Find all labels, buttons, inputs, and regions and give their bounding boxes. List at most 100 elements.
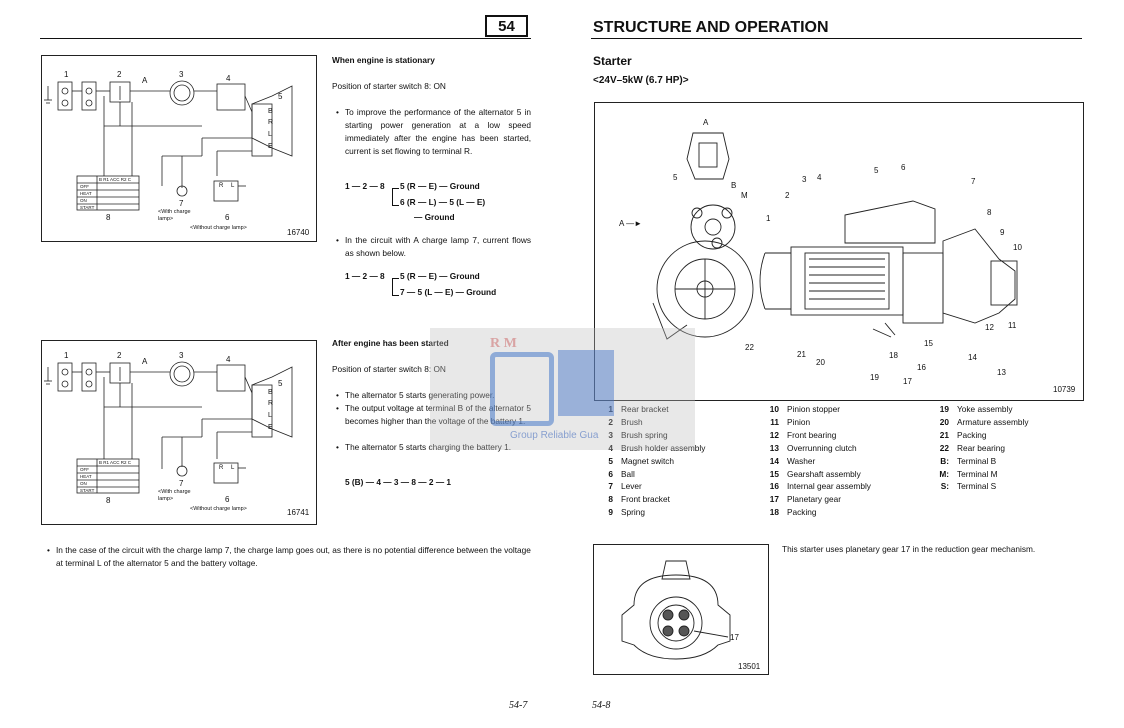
fig-label-2: 2 — [117, 351, 122, 360]
right-page-footer: 54-8 — [592, 700, 611, 711]
switch-row-start: START — [80, 205, 95, 210]
fig-label-6: 6 — [225, 495, 230, 504]
callout-13: 13 — [997, 368, 1006, 377]
switch-cols: B R1 ACC R2 C — [99, 177, 132, 182]
terminal-r: R — [268, 119, 274, 126]
legend-number: 3 — [608, 429, 613, 440]
figure-number: 10739 — [1053, 385, 1076, 394]
legend-number: 11 — [770, 416, 779, 427]
legend-label: Brush spring — [621, 429, 668, 440]
figure-number: 16741 — [287, 508, 310, 517]
flow1-branch-1: 5 (R — E) — Ground — [400, 181, 480, 191]
box6-r: R — [219, 183, 224, 189]
switch-row-start: START — [80, 488, 95, 493]
note-with-lamp: <With charge lamp> — [158, 489, 191, 502]
figure-number: 13501 — [738, 662, 761, 671]
watermark: R M Group Reliable Gua — [430, 328, 695, 450]
legend-number: S: — [940, 481, 949, 492]
terminal-l: L — [268, 131, 272, 138]
fig-label-a: A — [142, 357, 148, 366]
switch-row-heat: HEAT — [80, 191, 92, 196]
fig-label-3: 3 — [179, 70, 184, 79]
callout-b: B — [731, 181, 737, 190]
legend-number: 1 — [608, 404, 613, 414]
footnote-charge-lamp: In the case of the circuit with the char… — [47, 544, 534, 570]
callout-5-left: 5 — [673, 173, 678, 182]
watermark-text: Group Reliable Gua — [510, 430, 599, 441]
terminal-b: B — [268, 389, 273, 396]
switch-row-off: OFF — [80, 184, 89, 189]
legend-number: 22 — [939, 442, 949, 453]
legend-label: Terminal S — [957, 481, 997, 492]
switch-cols: B R1 ACC R2 C — [99, 460, 132, 465]
switch-row-heat: HEAT — [80, 474, 92, 479]
fig-label-5: 5 — [278, 92, 283, 101]
fig-label-1: 1 — [64, 351, 69, 360]
callout-20: 20 — [816, 358, 825, 367]
legend-label: Washer — [787, 455, 816, 466]
flow2-bracket — [392, 278, 399, 296]
bullet-stationary-1: To improve the performance of the altern… — [336, 106, 531, 158]
terminal-e: E — [268, 424, 273, 431]
legend-label: Brush holder assembly — [621, 442, 706, 453]
fig-label-8: 8 — [106, 213, 111, 222]
note-with-lamp: <With charge lamp> — [158, 209, 191, 222]
callout-15: 15 — [924, 339, 933, 348]
note-without-lamp: <Without charge lamp> — [190, 225, 247, 231]
flow-started: 5 (B) — 4 — 3 — 8 — 2 — 1 — [345, 477, 452, 487]
fig-label-8: 8 — [106, 496, 111, 505]
legend-label: Brush — [621, 416, 643, 427]
legend-number: B: — [940, 455, 949, 466]
end-view-drawing — [621, 560, 731, 660]
terminal-e: E — [268, 143, 273, 150]
callout-12: 12 — [985, 323, 994, 332]
fig-label-2: 2 — [117, 70, 122, 79]
flow2-start: 1 — 2 — 8 — [345, 271, 385, 281]
legend-label: Front bracket — [621, 494, 670, 505]
legend-number: 20 — [939, 416, 949, 427]
legend-number: 14 — [769, 455, 779, 466]
legend-label: Internal gear assembly — [787, 481, 871, 492]
legend-number: 19 — [939, 404, 949, 414]
note-without-lamp: <Without charge lamp> — [190, 506, 247, 512]
page-number-box: 54 — [485, 15, 528, 37]
fig-label-6: 6 — [225, 213, 230, 222]
switch-row-on: ON — [80, 198, 87, 203]
callout-4: 4 — [817, 173, 822, 182]
legend-number: 6 — [608, 468, 613, 479]
bullet-started-2: The output voltage at terminal B of the … — [336, 402, 531, 428]
starter-drawing — [652, 132, 1018, 340]
legend-number: 15 — [769, 468, 779, 479]
legend-label: Planetary gear — [787, 494, 841, 505]
callout-6: 6 — [901, 163, 906, 172]
flow1-branch-2: 6 (R — L) — 5 (L — E) — [400, 197, 486, 207]
switch-row-on: ON — [80, 481, 87, 486]
legend-label: Yoke assembly — [957, 404, 1013, 414]
legend-label: Ball — [621, 468, 635, 479]
callout-m: M — [741, 191, 748, 200]
flow2-branch-1: 5 (R — E) — Ground — [400, 271, 480, 281]
flow1-bracket — [392, 188, 399, 206]
legend-number: 10 — [769, 404, 779, 414]
circuit-diagram-started: 1 2 A 3 4 5 B R L E B R1 ACC R2 C OFF HE… — [41, 340, 317, 525]
legend-label: Rear bracket — [621, 404, 669, 414]
legend-number: 16 — [769, 481, 779, 492]
legend-number: 2 — [608, 416, 613, 427]
callout-2: 2 — [785, 191, 790, 200]
legend-label: Gearshaft assembly — [787, 468, 861, 479]
terminal-r: R — [268, 400, 274, 407]
legend-number: 5 — [608, 455, 613, 466]
flow2-branch-2: 7 — 5 (L — E) — Ground — [400, 287, 497, 297]
figure-number: 16740 — [287, 228, 310, 237]
legend-label: Terminal B — [957, 455, 997, 466]
legend-label: Terminal M — [957, 468, 998, 479]
callout-a-arrow-label: A — [619, 219, 624, 228]
legend-label: Magnet switch — [621, 455, 675, 466]
legend-number: 7 — [608, 481, 613, 492]
callout-11: 11 — [1008, 321, 1017, 330]
legend-label: Pinion stopper — [787, 404, 841, 414]
callout-22: 22 — [745, 343, 754, 352]
bullet-stationary-2: In the circuit with A charge lamp 7, cur… — [336, 234, 531, 260]
fig-label-5: 5 — [278, 379, 283, 388]
fig-label-a: A — [142, 76, 148, 85]
